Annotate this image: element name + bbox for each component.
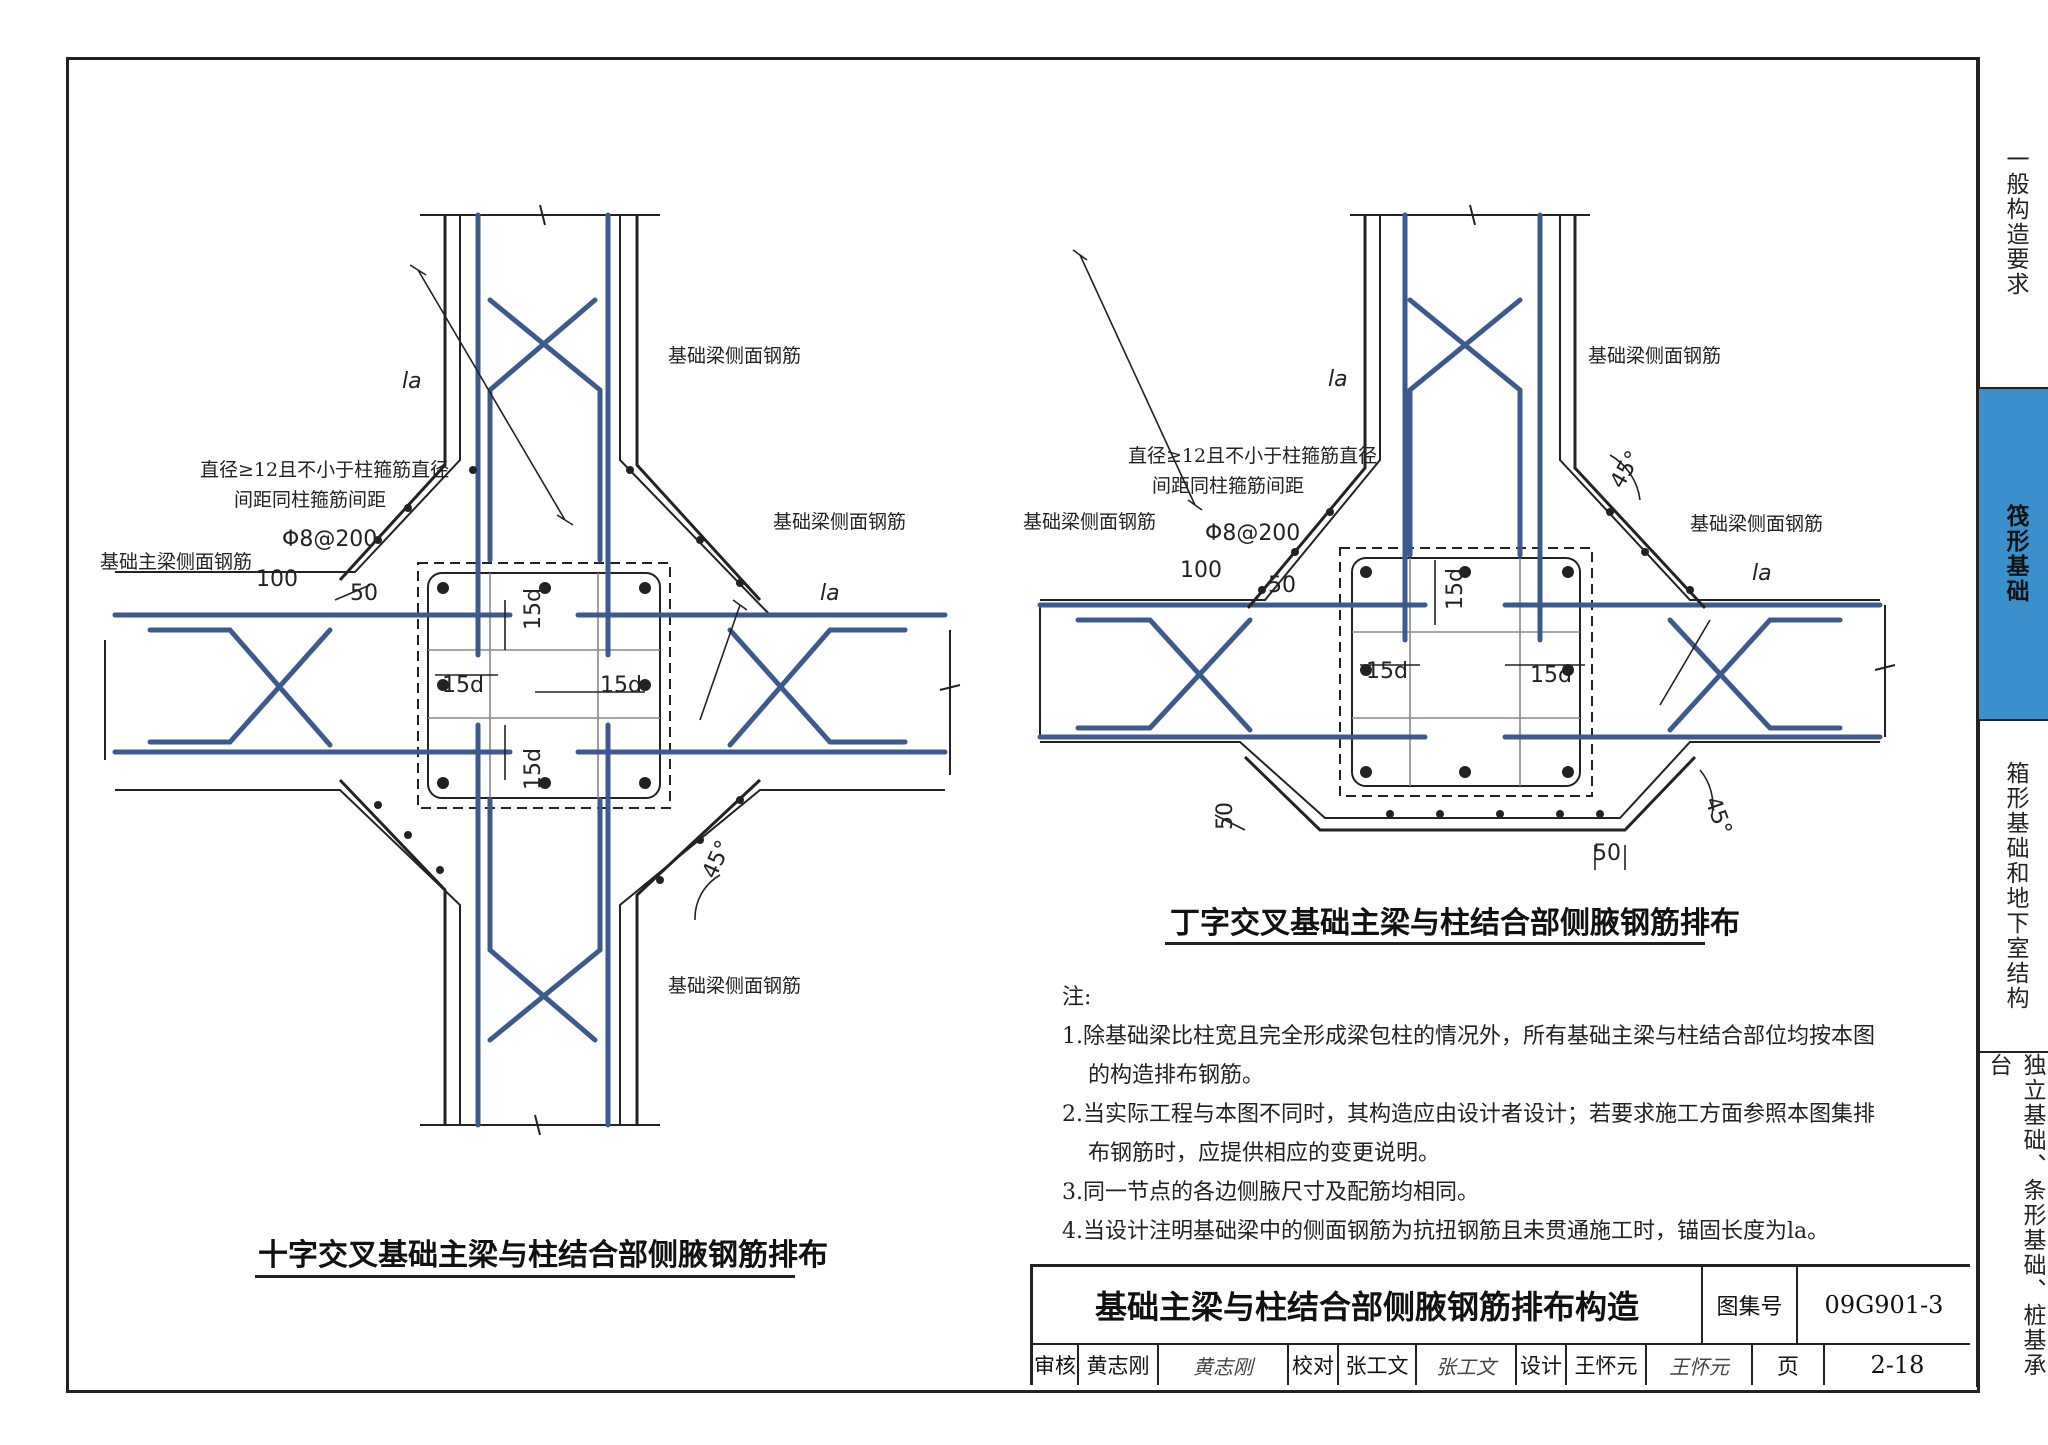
right-figure-title: 丁字交叉基础主梁与柱结合部侧腋钢筋排布 (1170, 906, 1740, 941)
right-label-50-bottom: 50 (1593, 841, 1621, 866)
title-block-row-1: 基础主梁与柱结合部侧腋钢筋排布构造 图集号 09G901-3 (1033, 1267, 1970, 1345)
tab-raft-foundation-label: 筏形基础 (2002, 504, 2029, 604)
tab-general-requirements[interactable]: 一般构造要求 (1979, 57, 2048, 389)
note-2-cont: 布钢筋时，应提供相应的变更说明。 (1088, 1141, 1441, 1166)
left-rebars (112, 212, 948, 1128)
reviewer-name: 黄志刚 (1079, 1345, 1159, 1385)
left-dimensions (334, 264, 748, 921)
note-3: 3.同一节点的各边侧腋尺寸及配筋均相同。 (1062, 1180, 1479, 1205)
right-label-la-top: la (1328, 367, 1348, 392)
left-label-haunch-1: 直径≥12且不小于柱箍筋直径 (200, 459, 449, 481)
right-column-stirrup (1351, 557, 1581, 787)
notes-heading: 注: (1062, 985, 1092, 1010)
left-label-50: 50 (350, 581, 378, 606)
left-break-top (420, 204, 660, 226)
right-label-hook: 100 (1180, 558, 1222, 583)
right-label-50-top: 50 (1268, 573, 1296, 598)
tab-isolated-foundation[interactable]: 独立基础、条形基础、桩基承台 (1979, 1053, 2048, 1387)
left-label-main-side: 基础主梁侧面钢筋 (100, 551, 252, 573)
drawing-title: 基础主梁与柱结合部侧腋钢筋排布构造 (1033, 1267, 1703, 1343)
right-label-15d-b: 15d (1530, 663, 1572, 688)
left-label-haunch-2: 间距同柱箍筋间距 (234, 489, 386, 511)
left-label-side-bottom: 基础梁侧面钢筋 (668, 975, 801, 997)
note-1-cont: 的构造排布钢筋。 (1088, 1063, 1265, 1088)
left-label-side-right: 基础梁侧面钢筋 (773, 511, 906, 533)
right-rebars (1037, 212, 1883, 740)
checker-signature: 张工文 (1417, 1345, 1517, 1385)
review-label: 审核 (1033, 1345, 1079, 1385)
right-label-15d-a: 15d (1366, 659, 1408, 684)
tab-box-foundation-label: 箱形基础和地下室结构 (2002, 761, 2028, 1011)
left-cross-detail (104, 204, 961, 1136)
left-label-la-right: la (820, 581, 840, 606)
right-label-haunch-1: 直径≥12且不小于柱箍筋直径 (1128, 445, 1377, 467)
right-break-top (1350, 204, 1590, 226)
left-title-underline (255, 1275, 795, 1278)
left-figure-title: 十字交叉基础主梁与柱结合部侧腋钢筋排布 (258, 1238, 828, 1273)
left-label-15d-a: 15d (442, 673, 484, 698)
left-label-hook: 100 (256, 567, 298, 592)
tab-box-foundation[interactable]: 箱形基础和地下室结构 (1979, 721, 2048, 1053)
notes: 注: 1.除基础梁比柱宽且完全形成梁包柱的情况外，所有基础主梁与柱结合部位均按本… (1062, 978, 1902, 1251)
left-label-15d-b: 15d (600, 673, 642, 698)
left-break-right (939, 630, 961, 775)
left-label-15d-d: 15d (521, 748, 546, 790)
designer-name: 王怀元 (1567, 1345, 1647, 1385)
page-label: 页 (1753, 1345, 1825, 1385)
atlas-number: 09G901-3 (1824, 1291, 1944, 1319)
note-4: 4.当设计注明基础梁中的侧面钢筋为抗扭钢筋且未贯通施工时，锚固长度为la。 (1062, 1219, 1830, 1244)
right-label-stirrup: Φ8@200 (1205, 521, 1300, 546)
check-label: 校对 (1289, 1345, 1339, 1385)
left-label-la-top: la (402, 369, 422, 394)
right-label-50-left: 50 (1213, 802, 1238, 830)
right-dimensions (1072, 249, 1714, 870)
reviewer-signature: 黄志刚 (1159, 1345, 1289, 1385)
right-label-haunch-2: 间距同柱箍筋间距 (1152, 475, 1304, 497)
tab-isolated-foundation-label: 独立基础、条形基础、桩基承台 (1985, 1053, 2045, 1378)
left-label-stirrup: Φ8@200 (282, 527, 377, 552)
left-label-15d-c: 15d (521, 588, 546, 630)
left-column (417, 562, 671, 809)
right-label-la-right: la (1752, 561, 1772, 586)
title-block-row-2: 审核 黄志刚 黄志刚 校对 张工文 张工文 设计 王怀元 王怀元 页 2-18 (1033, 1345, 1970, 1385)
right-label-angle-top: 45° (1606, 447, 1647, 493)
page-number: 2-18 (1870, 1351, 1925, 1379)
tab-raft-foundation[interactable]: 筏形基础 (1979, 389, 2048, 721)
right-label-side-left: 基础梁侧面钢筋 (1023, 511, 1156, 533)
right-label-angle-bottom: 45° (1699, 794, 1736, 839)
right-break-right (1874, 605, 1896, 737)
right-label-side-right: 基础梁侧面钢筋 (1690, 513, 1823, 535)
left-label-side-top: 基础梁侧面钢筋 (668, 345, 801, 367)
atlas-label: 图集号 (1703, 1267, 1798, 1343)
left-haunch-outline (115, 215, 945, 1125)
checker-name: 张工文 (1339, 1345, 1417, 1385)
right-label-side-top: 基础梁侧面钢筋 (1588, 345, 1721, 367)
right-column (1339, 547, 1593, 797)
designer-signature: 王怀元 (1647, 1345, 1753, 1385)
left-break-bottom (420, 1114, 660, 1136)
note-2: 2.当实际工程与本图不同时，其构造应由设计者设计；若要求施工方面参照本图集排 (1062, 1102, 1875, 1127)
right-haunch-outline (1040, 215, 1880, 819)
chapter-sidebar: 一般构造要求 筏形基础 箱形基础和地下室结构 独立基础、条形基础、桩基承台 (1976, 57, 2048, 1387)
right-t-detail (1039, 204, 1896, 819)
left-label-angle: 45° (698, 837, 737, 883)
right-title-underline (1165, 942, 1705, 945)
right-label-15d-c: 15d (1443, 568, 1468, 610)
tab-general-requirements-label: 一般构造要求 (2002, 147, 2028, 297)
title-block: 基础主梁与柱结合部侧腋钢筋排布构造 图集号 09G901-3 审核 黄志刚 黄志… (1030, 1264, 1970, 1385)
design-label: 设计 (1517, 1345, 1567, 1385)
right-haunch-bars (1243, 215, 1707, 832)
left-column-stirrup (427, 572, 661, 799)
right-rebar-dots (1258, 508, 1694, 818)
note-1: 1.除基础梁比柱宽且完全形成梁包柱的情况外，所有基础主梁与柱结合部位均按本图 (1062, 1024, 1875, 1049)
left-rebar-dots (374, 466, 744, 884)
